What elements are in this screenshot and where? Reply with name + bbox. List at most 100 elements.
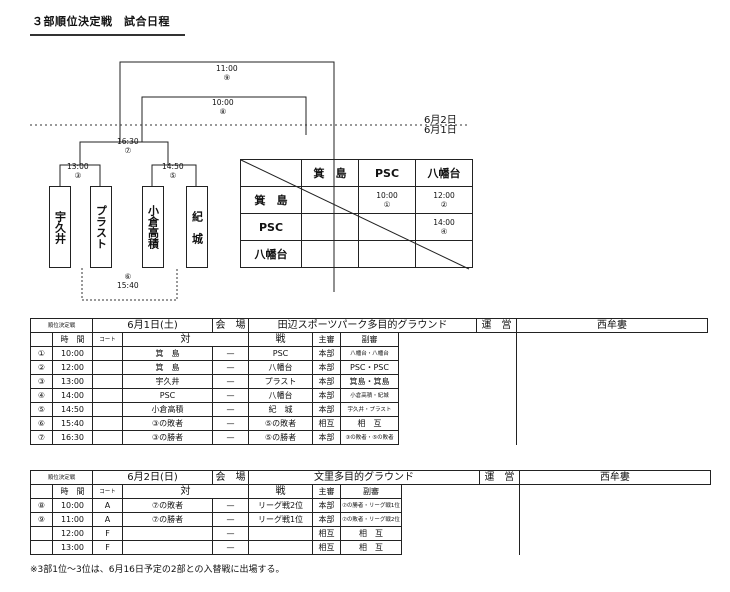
col-header-blank	[30, 332, 53, 347]
match-team-a: ③の敗者	[122, 416, 213, 431]
bracket-line-left-pair	[59, 164, 101, 186]
match-team-b: 紀 城	[248, 402, 313, 417]
rr-col-header: PSC	[358, 159, 416, 187]
col-header-match-right: 戦	[248, 484, 313, 499]
match-host-referee: 本部	[312, 374, 341, 389]
match-team-a: 小倉高積	[122, 402, 213, 417]
match-team-a	[122, 526, 213, 541]
match-team-b	[248, 526, 313, 541]
col-header-court: コート	[92, 332, 123, 347]
match-team-b: プラスト	[248, 374, 313, 389]
match-court	[92, 360, 123, 375]
round-robin-diagonal	[240, 159, 470, 270]
match-vs: —	[212, 512, 249, 527]
match-team-b: ⑤の勝者	[248, 430, 313, 445]
match-vs: —	[212, 416, 249, 431]
rr-col-header: 八幡台	[415, 159, 473, 187]
match-team-a: 箕 島	[122, 346, 213, 361]
rr-cell-empty	[301, 213, 359, 241]
match-court	[92, 388, 123, 403]
match-time: 10:00	[52, 346, 93, 361]
page-title: ３部順位決定戦 試合日程	[32, 15, 170, 28]
date-label-upper: 6月2日	[424, 115, 457, 126]
match-team-b	[248, 540, 313, 555]
match-host-referee: 相互	[312, 526, 341, 541]
schedule-label: 順位決定戦	[30, 318, 93, 333]
match-sub-referee: 相 互	[340, 526, 402, 541]
rr-cell-empty	[415, 240, 473, 268]
operator-name: 西牟婁	[518, 470, 711, 485]
match-host-referee: 本部	[312, 430, 341, 445]
match-court: A	[92, 512, 123, 527]
col-header-time: 時 間	[52, 484, 93, 499]
match-host-referee: 相互	[312, 540, 341, 555]
match-time: 13:00	[52, 540, 93, 555]
match-sub-referee: ⑦の勝者・リーグ戦1位	[340, 498, 402, 513]
col-header-blank	[30, 484, 53, 499]
team-box-plast: プラスト	[90, 186, 112, 268]
match-team-b: PSC	[248, 346, 313, 361]
match-sub-referee: 箕島・箕島	[340, 374, 399, 389]
schedule-notes-area	[400, 484, 520, 555]
match-time: 12:00	[52, 526, 93, 541]
match-court: A	[92, 498, 123, 513]
match-sub-referee: 宇久井・プラスト	[340, 402, 399, 417]
match-team-a	[122, 540, 213, 555]
match-time: 12:00	[52, 360, 93, 375]
match-team-b: ⑤の敗者	[248, 416, 313, 431]
match-number: ④	[30, 388, 53, 403]
match-host-referee: 本部	[312, 498, 341, 513]
operator-name: 西牟婁	[516, 318, 708, 333]
match-court	[92, 416, 123, 431]
col-header-sub: 副審	[340, 484, 402, 499]
match-number	[30, 526, 53, 541]
match-sub-referee: 相 互	[340, 416, 399, 431]
col-header-host: 主審	[312, 332, 341, 347]
footnote: ※3部1位〜3位は、6月16日予定の2部との入替戦に出場する。	[30, 565, 285, 575]
match-team-a: 宇久井	[122, 374, 213, 389]
match-time: 10:00	[52, 498, 93, 513]
match-vs: —	[212, 374, 249, 389]
match-court: F	[92, 526, 123, 541]
match-host-referee: 本部	[312, 402, 341, 417]
schedule-column-header-row: 時 間コート対戦主審副審	[30, 484, 711, 555]
match-vs: —	[212, 388, 249, 403]
match-sub-referee: 相 互	[340, 540, 402, 555]
match-vs: —	[212, 498, 249, 513]
bracket-line-final-second	[141, 96, 307, 142]
title-underline	[30, 34, 185, 36]
match-number: ③	[30, 374, 53, 389]
team-box-ukui: 宇久井	[49, 186, 71, 268]
match-host-referee: 本部	[312, 346, 341, 361]
match-vs: —	[212, 346, 249, 361]
match-team-a: ③の勝者	[122, 430, 213, 445]
match-sub-referee: 小倉高積・紀城	[340, 388, 399, 403]
losers-match-line	[81, 268, 178, 301]
match-time: 11:00	[52, 512, 93, 527]
venue-label: 会 場	[212, 470, 249, 485]
match-court	[92, 402, 123, 417]
match-time: 15:40	[52, 416, 93, 431]
match-vs: —	[212, 402, 249, 417]
match-number: ⑤	[30, 402, 53, 417]
match-number: ⑧	[30, 498, 53, 513]
schedule-date: 6月2日(日)	[92, 470, 213, 485]
